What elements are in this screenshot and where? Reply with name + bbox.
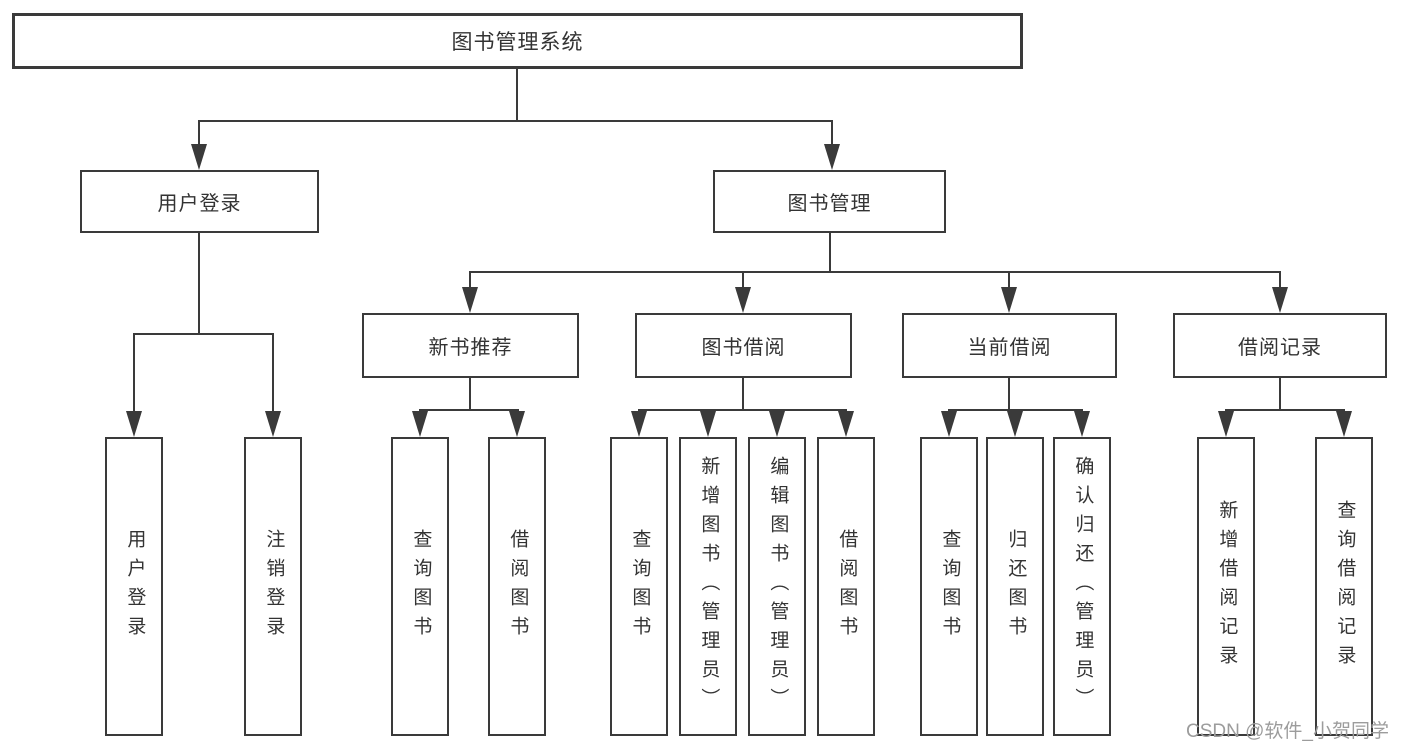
node-label: 用户登录 [157, 193, 242, 215]
connector-drop [831, 120, 833, 148]
arrowhead-down-icon [700, 411, 716, 437]
arrowhead-down-icon [1074, 411, 1090, 437]
leaf-borrow-books-recommend: 借阅图书 [488, 437, 546, 736]
connector-rail [419, 409, 519, 411]
connector-drop [469, 271, 471, 291]
arrowhead-down-icon [838, 411, 854, 437]
leaf-label: 查询图书 [939, 528, 961, 645]
connector-stem [1279, 378, 1281, 411]
leaf-label: 借阅图书 [507, 528, 529, 645]
arrowhead-down-icon [462, 287, 478, 313]
arrowhead-down-icon [735, 287, 751, 313]
leaf-query-books-recommend: 查询图书 [391, 437, 449, 736]
leaf-user-login: 用户登录 [105, 437, 163, 736]
node-label: 新书推荐 [428, 337, 513, 359]
leaf-query-borrow-record: 查询借阅记录 [1315, 437, 1373, 736]
node-root: 图书管理系统 [12, 13, 1023, 69]
node-label: 当前借阅 [967, 337, 1052, 359]
arrowhead-down-icon [1001, 287, 1017, 313]
node-user-login: 用户登录 [80, 170, 319, 233]
connector-drop [1279, 271, 1281, 291]
connector-stem [742, 378, 744, 411]
leaf-label: 查询图书 [410, 528, 432, 645]
connector-rail [1225, 409, 1345, 411]
connector-rail [638, 409, 847, 411]
arrowhead-down-icon [265, 411, 281, 437]
arrowhead-down-icon [824, 144, 840, 170]
leaf-query-books-current: 查询图书 [920, 437, 978, 736]
connector-root-rail [198, 120, 833, 122]
node-book-borrow: 图书借阅 [635, 313, 852, 378]
connector-rail [133, 333, 274, 335]
connector-drop [272, 333, 274, 413]
leaf-borrow-books: 借阅图书 [817, 437, 875, 736]
connector-rail [469, 271, 1281, 273]
arrowhead-down-icon [769, 411, 785, 437]
leaf-label: 新增借阅记录 [1216, 499, 1238, 674]
leaf-label: 查询图书 [629, 528, 651, 645]
node-new-book-recommend: 新书推荐 [362, 313, 579, 378]
connector-stem [469, 378, 471, 411]
connector-drop [1008, 271, 1010, 291]
leaf-edit-books-admin: 编辑图书（管理员） [748, 437, 806, 736]
connector-drop [742, 271, 744, 291]
leaf-return-books: 归还图书 [986, 437, 1044, 736]
node-label: 图书借阅 [701, 337, 786, 359]
arrowhead-down-icon [191, 144, 207, 170]
leaf-confirm-return-admin: 确认归还（管理员） [1053, 437, 1111, 736]
node-label: 借阅记录 [1238, 337, 1322, 359]
leaf-label: 归还图书 [1005, 528, 1027, 645]
node-current-borrow: 当前借阅 [902, 313, 1117, 378]
leaf-label: 新增图书（管理员） [698, 456, 720, 717]
arrowhead-down-icon [1007, 411, 1023, 437]
arrowhead-down-icon [126, 411, 142, 437]
connector-drop [133, 333, 135, 413]
watermark: CSDN @软件_小贺同学 [1186, 721, 1389, 742]
leaf-label: 编辑图书（管理员） [767, 456, 789, 717]
leaf-add-books-admin: 新增图书（管理员） [679, 437, 737, 736]
leaf-label: 用户登录 [124, 528, 146, 645]
node-borrow-records: 借阅记录 [1173, 313, 1387, 378]
arrowhead-down-icon [1218, 411, 1234, 437]
arrowhead-down-icon [631, 411, 647, 437]
arrowhead-down-icon [1336, 411, 1352, 437]
leaf-add-borrow-record: 新增借阅记录 [1197, 437, 1255, 736]
leaf-label: 查询借阅记录 [1334, 499, 1356, 674]
node-label: 图书管理 [787, 193, 872, 215]
leaf-label: 借阅图书 [836, 528, 858, 645]
arrowhead-down-icon [509, 411, 525, 437]
leaf-label: 确认归还（管理员） [1072, 456, 1094, 717]
connector-root-stem [516, 69, 518, 122]
arrowhead-down-icon [941, 411, 957, 437]
node-root-label: 图书管理系统 [451, 31, 584, 54]
connector-stem [1008, 378, 1010, 411]
leaf-query-books-borrow: 查询图书 [610, 437, 668, 736]
connector-stem [829, 233, 831, 273]
connector-stem [198, 233, 200, 335]
connector-drop [198, 120, 200, 148]
node-book-management: 图书管理 [713, 170, 946, 233]
arrowhead-down-icon [1272, 287, 1288, 313]
arrowhead-down-icon [412, 411, 428, 437]
leaf-label: 注销登录 [263, 528, 285, 645]
leaf-logout-login: 注销登录 [244, 437, 302, 736]
